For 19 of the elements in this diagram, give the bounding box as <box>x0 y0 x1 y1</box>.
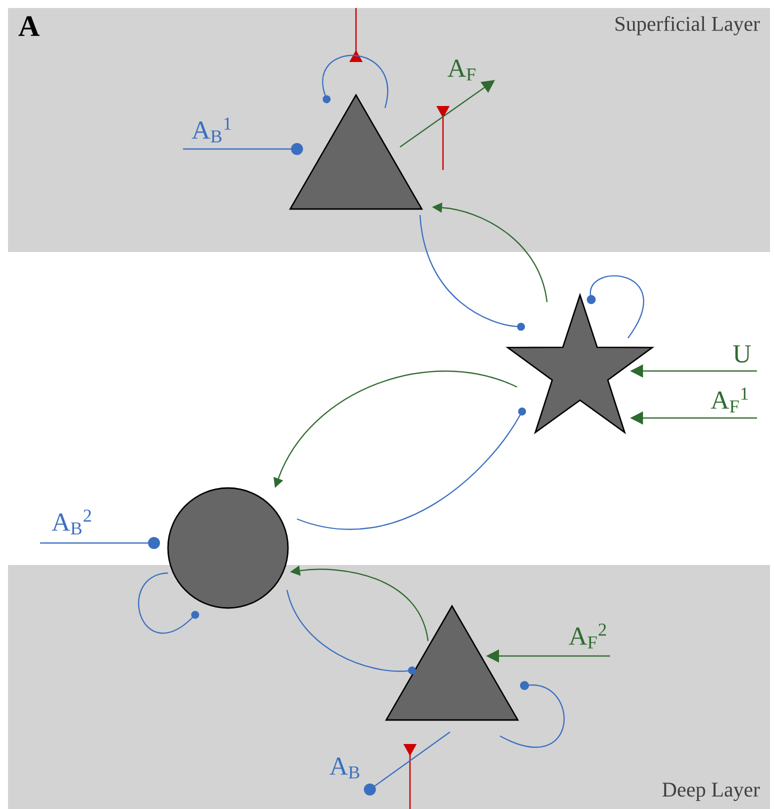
edge-label: A$_{B}$ <box>330 758 360 778</box>
connection-arrow <box>286 590 416 674</box>
input-arrow <box>40 537 160 549</box>
panel-letter: A <box>18 16 40 36</box>
loop-arrow <box>500 681 565 748</box>
input-arrow <box>364 732 450 796</box>
edge-label: A$_{F}$ <box>448 60 476 80</box>
loop-arrow <box>138 572 200 634</box>
loop-arrow <box>322 54 388 108</box>
input-arrow <box>183 143 303 155</box>
edge-label: A$_{F}$2 <box>568 624 606 648</box>
connection-arrow <box>419 214 525 331</box>
edge-label: A$_{F}$1 <box>710 388 748 412</box>
neuron-circle <box>167 487 289 609</box>
loop-arrow <box>586 275 644 338</box>
edge-label: A$_{B}$1 <box>192 118 231 142</box>
edge-label: A$_{B}$2 <box>52 510 91 534</box>
connection-arrow <box>296 408 526 530</box>
edge-label: U <box>733 345 751 363</box>
